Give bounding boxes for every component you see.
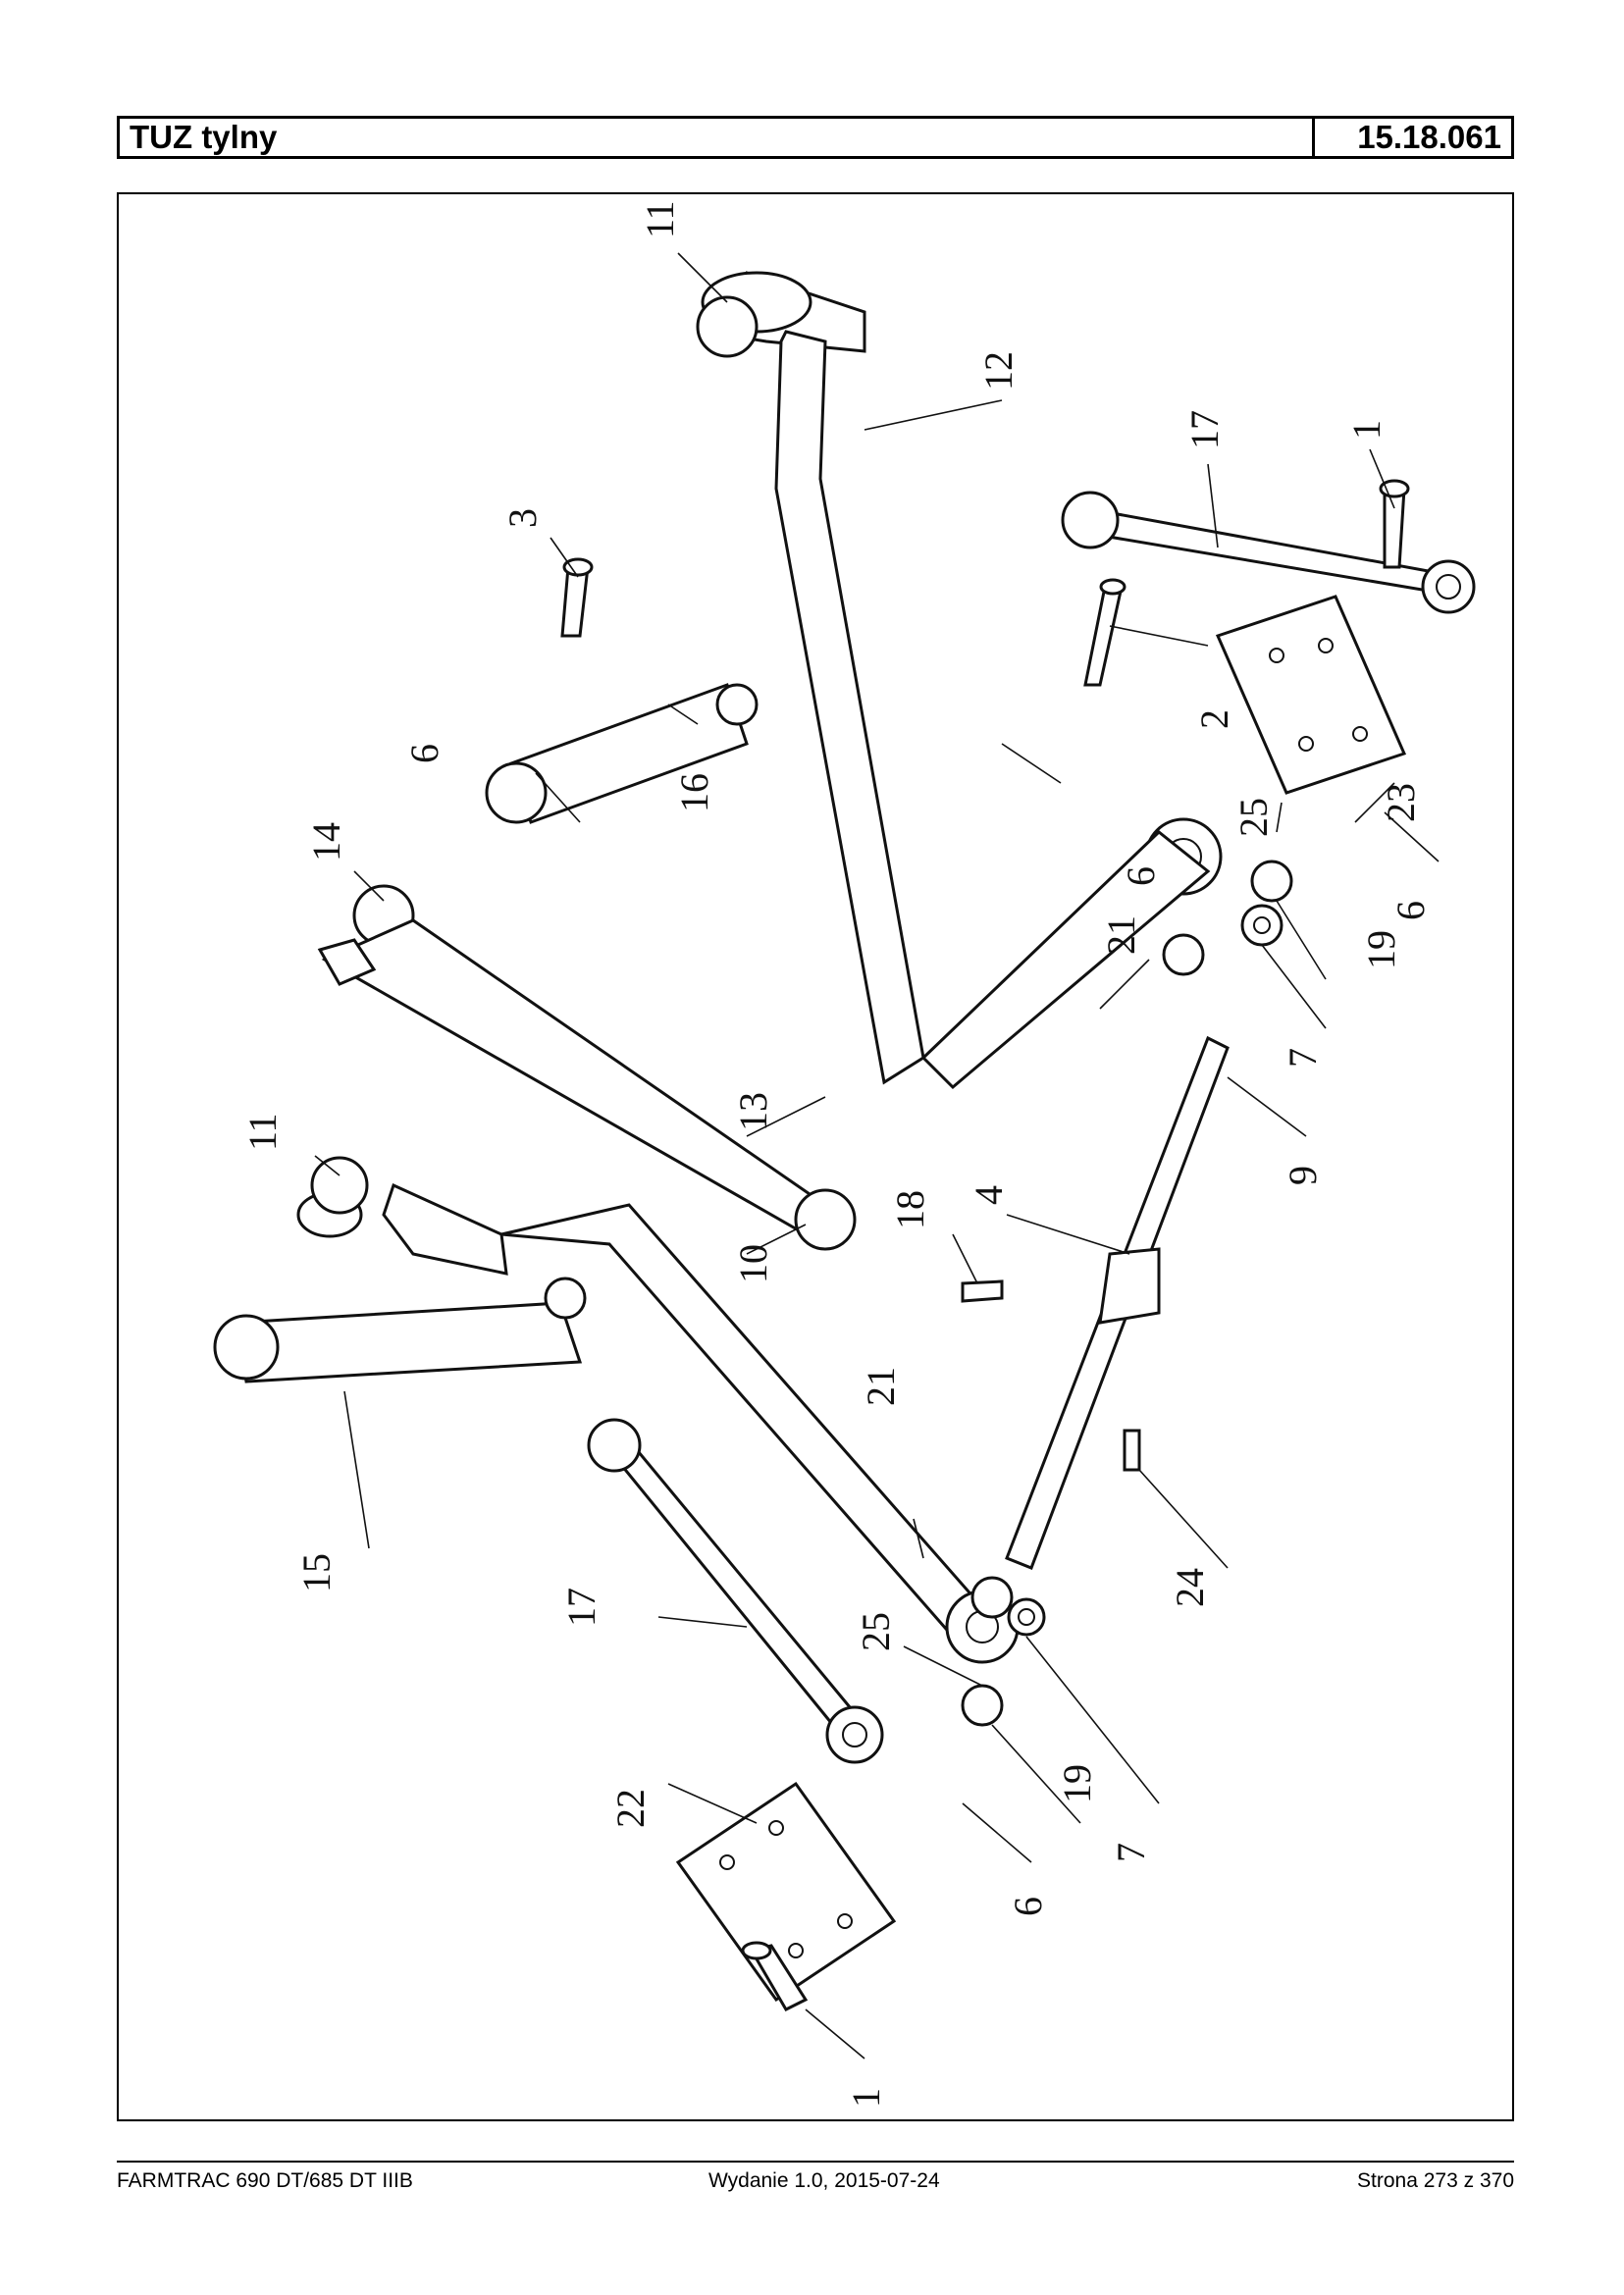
label-21: 21 (859, 1367, 903, 1406)
footer-page-number: Strona 273 z 370 (1357, 2169, 1514, 2192)
part-ball-11-top (696, 271, 812, 358)
label-24: 24 (1168, 1568, 1212, 1607)
label-7: 7 (1281, 1048, 1325, 1068)
label-21: 21 (1099, 915, 1143, 955)
label-17: 17 (559, 1588, 603, 1627)
part-top-link-16 (485, 683, 759, 824)
label-16: 16 (672, 773, 716, 812)
footer-divider (117, 2161, 1514, 2163)
exploded-diagram: 11 12 17 1 3 2 16 6 6 25 23 6 14 21 19 7… (213, 200, 1476, 2108)
part-ball-11-mid (296, 1156, 369, 1238)
part-nut-19-bottom (961, 1684, 1004, 1727)
part-washer-7-bottom (1007, 1597, 1046, 1637)
label-11: 11 (240, 1113, 285, 1151)
page-header: TUZ tylny 15.18.061 (117, 116, 1514, 159)
label-6: 6 (1119, 866, 1163, 886)
label-4: 4 (967, 1185, 1011, 1205)
part-lift-rod-15 (213, 1277, 587, 1383)
part-nut-19-top (1250, 860, 1293, 903)
label-7: 7 (1109, 1843, 1153, 1862)
part-bolt-18 (961, 1279, 1004, 1303)
label-11: 11 (638, 200, 682, 238)
label-25: 25 (1231, 798, 1276, 837)
part-cross-shaft-9 (970, 933, 1230, 1619)
label-12: 12 (976, 351, 1021, 391)
part-pin-1-top (1379, 479, 1410, 569)
label-3: 3 (500, 508, 545, 528)
label-17: 17 (1182, 410, 1227, 449)
part-plate-23 (1215, 595, 1407, 795)
label-22: 22 (608, 1789, 653, 1828)
label-6: 6 (402, 744, 446, 763)
part-stabilizer-17-top (1061, 491, 1476, 614)
part-pin-3 (560, 557, 594, 638)
label-15: 15 (294, 1553, 339, 1592)
part-pin-1-bottom (741, 1941, 809, 2011)
label-2: 2 (1192, 709, 1236, 729)
label-10: 10 (731, 1244, 775, 1283)
label-19: 19 (1055, 1764, 1099, 1803)
part-stabilizer-17-bottom (587, 1418, 884, 1764)
page-title: TUZ tylny (120, 119, 1315, 156)
part-bolt-24 (1123, 1429, 1141, 1472)
part-lower-link-12 (705, 271, 1223, 1090)
label-23: 23 (1379, 783, 1423, 822)
footer-model: FARMTRAC 690 DT/685 DT IIIB (117, 2169, 413, 2192)
label-6: 6 (1388, 901, 1433, 920)
diagram-frame: 11 12 17 1 3 2 16 6 6 25 23 6 14 21 19 7… (117, 192, 1514, 2121)
leader-lines (314, 252, 1440, 2060)
label-9: 9 (1281, 1166, 1325, 1185)
label-6: 6 (1006, 1897, 1050, 1916)
label-13: 13 (731, 1092, 775, 1131)
section-code: 15.18.061 (1357, 119, 1501, 155)
part-top-link-13 (317, 918, 857, 1251)
part-lower-link-10 (382, 1182, 1020, 1664)
label-19: 19 (1359, 930, 1403, 969)
part-pin-2 (1083, 578, 1126, 687)
footer-edition: Wydanie 1.0, 2015-07-24 (708, 2169, 940, 2192)
part-washer-7-top (1240, 904, 1283, 947)
label-18: 18 (888, 1190, 932, 1229)
label-14: 14 (304, 822, 348, 861)
label-25: 25 (854, 1612, 898, 1651)
label-1: 1 (1344, 420, 1388, 440)
label-1: 1 (844, 2088, 888, 2108)
